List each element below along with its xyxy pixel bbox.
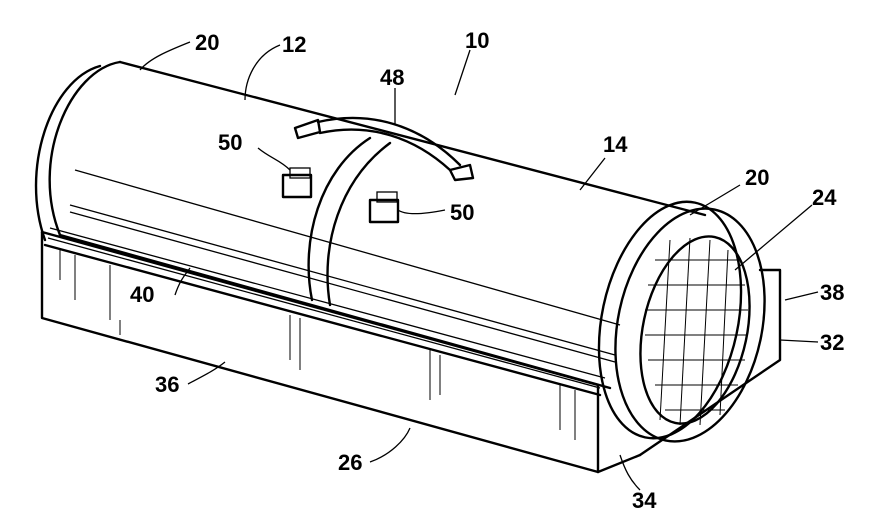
grille-24 [639,235,751,426]
label-end-cap-right: 20 [745,165,769,190]
label-bracket: 38 [820,280,844,305]
label-end-cap-left: 20 [195,30,219,55]
housing-cylinder [34,60,707,390]
latch-left-50 [281,167,313,199]
label-base-front: 36 [155,372,179,397]
reference-numerals: 20 12 10 48 50 14 20 24 50 38 40 32 36 2… [130,28,844,513]
label-grille: 24 [812,185,837,210]
label-support: 32 [820,330,844,355]
label-base: 26 [338,450,362,475]
label-handle: 48 [380,65,404,90]
rail-40 [43,227,606,397]
leader-lines [139,41,819,491]
latch-right-50 [368,191,400,224]
label-latch-right: 50 [450,200,474,225]
label-assembly: 10 [465,28,489,53]
handle-48 [293,116,475,182]
label-housing-right: 14 [603,132,628,157]
label-rail: 40 [130,282,154,307]
label-foot: 34 [632,488,657,513]
label-latch-left: 50 [218,130,242,155]
label-housing-left: 12 [282,32,306,57]
end-cap-right-20 [597,200,766,443]
